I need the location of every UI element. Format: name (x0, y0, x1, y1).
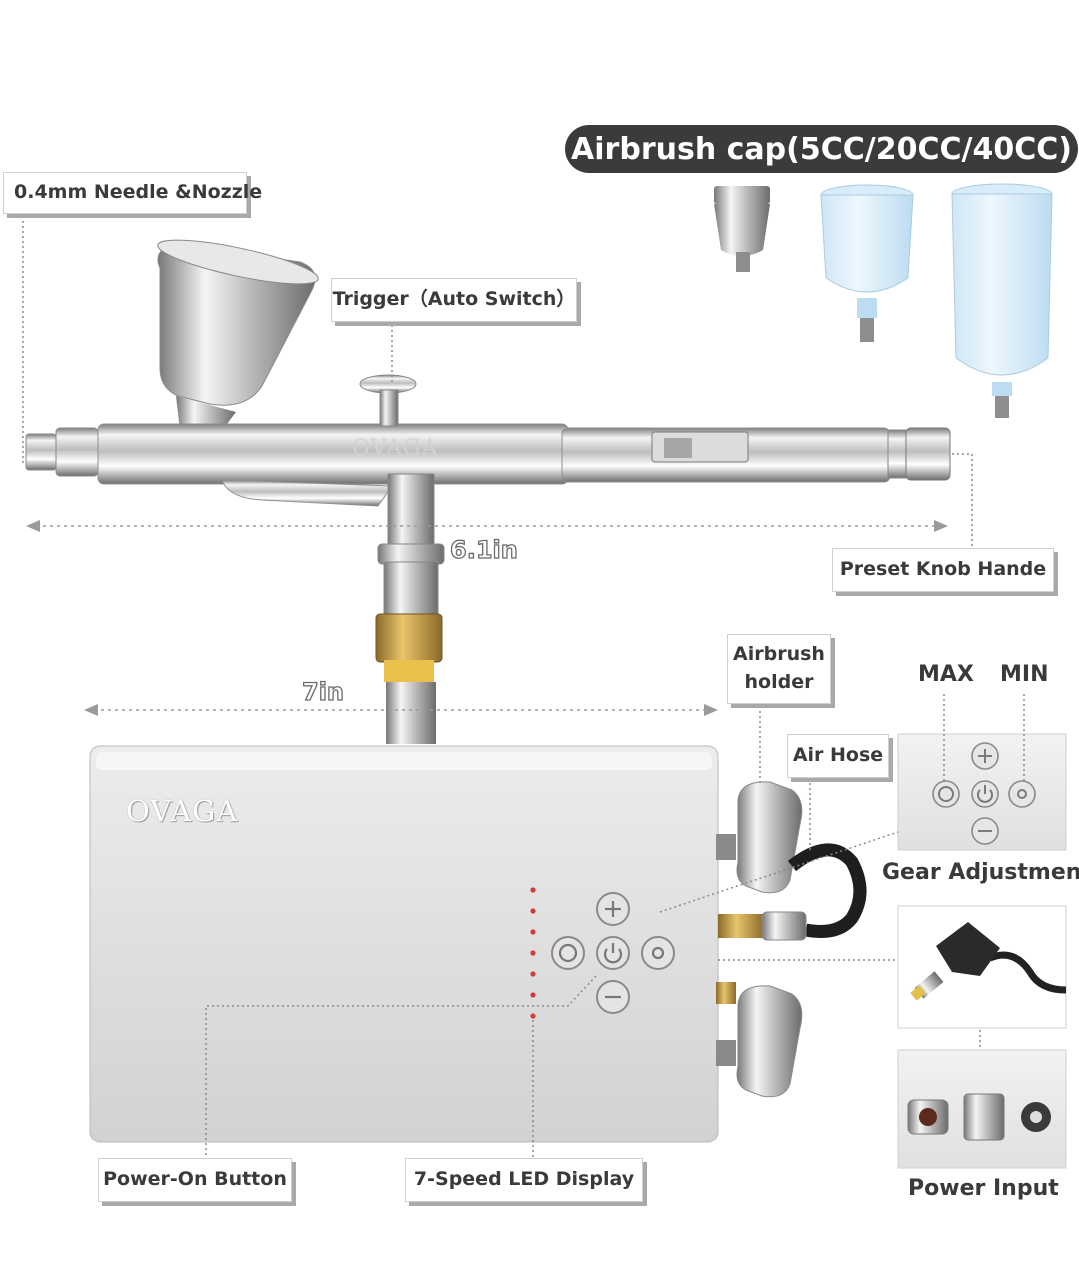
airbrush-holder-top (716, 781, 803, 894)
power-input-caption: Power Input (908, 1176, 1059, 1201)
max-label: MAX (918, 662, 974, 687)
power-on-button-label: Power-On Button (98, 1158, 292, 1202)
air-hose (718, 843, 867, 941)
led-indicators (530, 887, 536, 1019)
airbrush-holder-label-line2: holder (744, 671, 814, 693)
airbrush-holder-label: Airbrush holder (727, 634, 831, 704)
gear-panel (897, 733, 1067, 851)
metal-cup-5cc (714, 186, 770, 272)
power-port-panel (897, 1049, 1067, 1169)
airbrush-holder-label-line1: Airbrush (733, 643, 825, 666)
preset-knob-label: Preset Knob Hande (832, 548, 1054, 592)
min-label: MIN (1000, 662, 1049, 687)
airbrush-length-label: 6.1in (449, 535, 518, 564)
plastic-cup-20cc (820, 184, 914, 342)
needle-nozzle-label: 0.4mm Needle &Nozzle (3, 172, 262, 214)
speed-high-button (641, 936, 675, 970)
dimension-line-compressor (84, 704, 718, 716)
compressor-unit (89, 745, 719, 1143)
gear-adjustment-caption: Gear Adjustment (882, 860, 1079, 885)
airbrush-holder-bottom (716, 985, 803, 1098)
control-symbols (558, 901, 665, 999)
air-hose-label: Air Hose (787, 734, 889, 778)
compressor-brand-logo: OVAGA (126, 794, 239, 828)
leader-lines (22, 216, 1025, 1160)
bottom-fitting (716, 982, 736, 1004)
led-display-label: 7-Speed LED Display (405, 1158, 643, 1202)
airbrush-gun (25, 239, 951, 744)
compressor-width-label: 7in (301, 677, 345, 706)
dimension-line-airbrush (26, 520, 948, 532)
speed-low-button (551, 936, 585, 970)
power-adapter-panel (897, 905, 1067, 1029)
plastic-cup-40cc (951, 183, 1053, 418)
airbrush-brand-engraving: OVAGA (352, 436, 439, 461)
trigger-label: Trigger（Auto Switch） (331, 278, 577, 322)
airbrush-cap-title: Airbrush cap(5CC/20CC/40CC) (565, 125, 1078, 173)
